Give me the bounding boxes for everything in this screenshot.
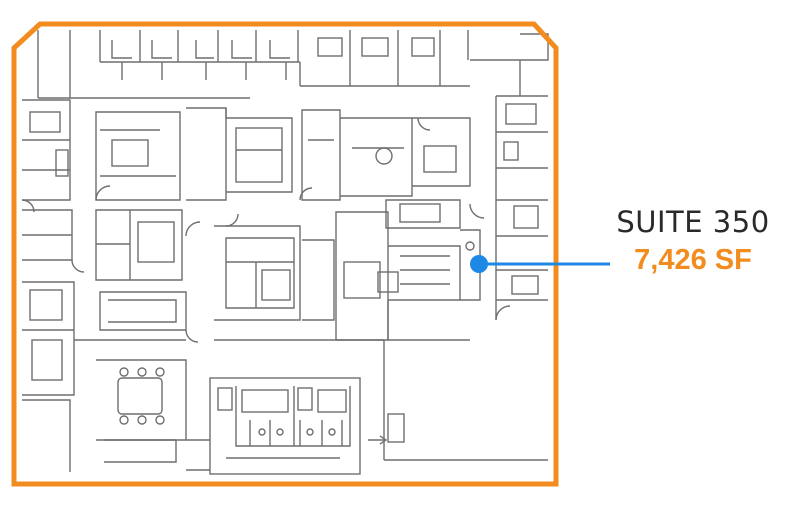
suite-area: 7,426 SF <box>634 244 752 276</box>
floor-plan-walls <box>21 30 549 475</box>
suite-label: SUITE 350 7,426 SF <box>598 208 788 275</box>
suite-name: SUITE 350 <box>616 205 770 239</box>
suite-marker-dot <box>470 255 488 273</box>
suite-outline <box>11 21 559 487</box>
